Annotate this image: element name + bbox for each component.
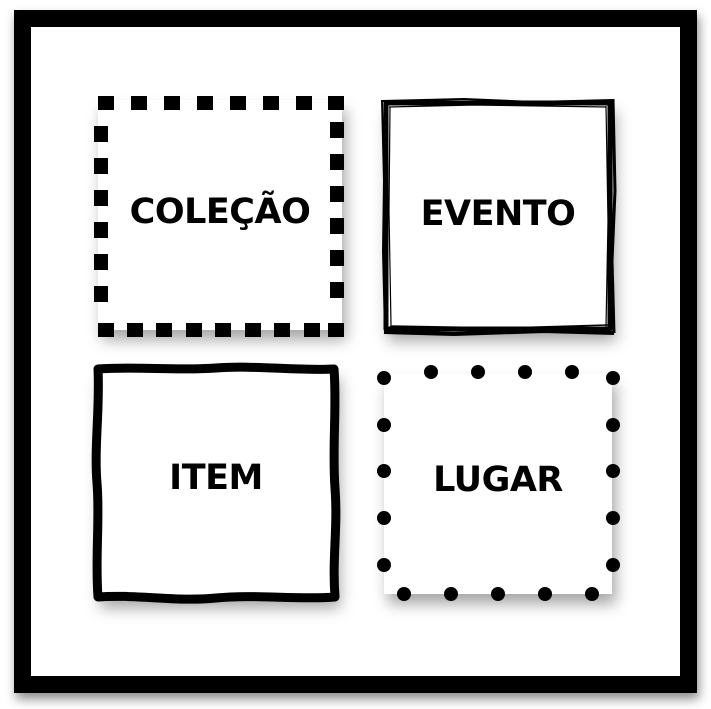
- card-colecao[interactable]: COLEÇÃO: [94, 96, 344, 337]
- wavy-thick-border: [91, 362, 341, 604]
- card-label: ITEM: [169, 458, 263, 498]
- card-label: COLEÇÃO: [129, 192, 311, 232]
- card-label: LUGAR: [433, 460, 563, 500]
- dashed-square-border: [94, 96, 344, 337]
- rough-brush-border: [381, 98, 617, 336]
- card-lugar[interactable]: LUGAR: [377, 365, 620, 601]
- dotted-circle-border: [377, 365, 620, 601]
- card-evento[interactable]: EVENTO: [381, 98, 617, 336]
- card-label: EVENTO: [420, 194, 576, 234]
- card-item[interactable]: ITEM: [91, 362, 341, 604]
